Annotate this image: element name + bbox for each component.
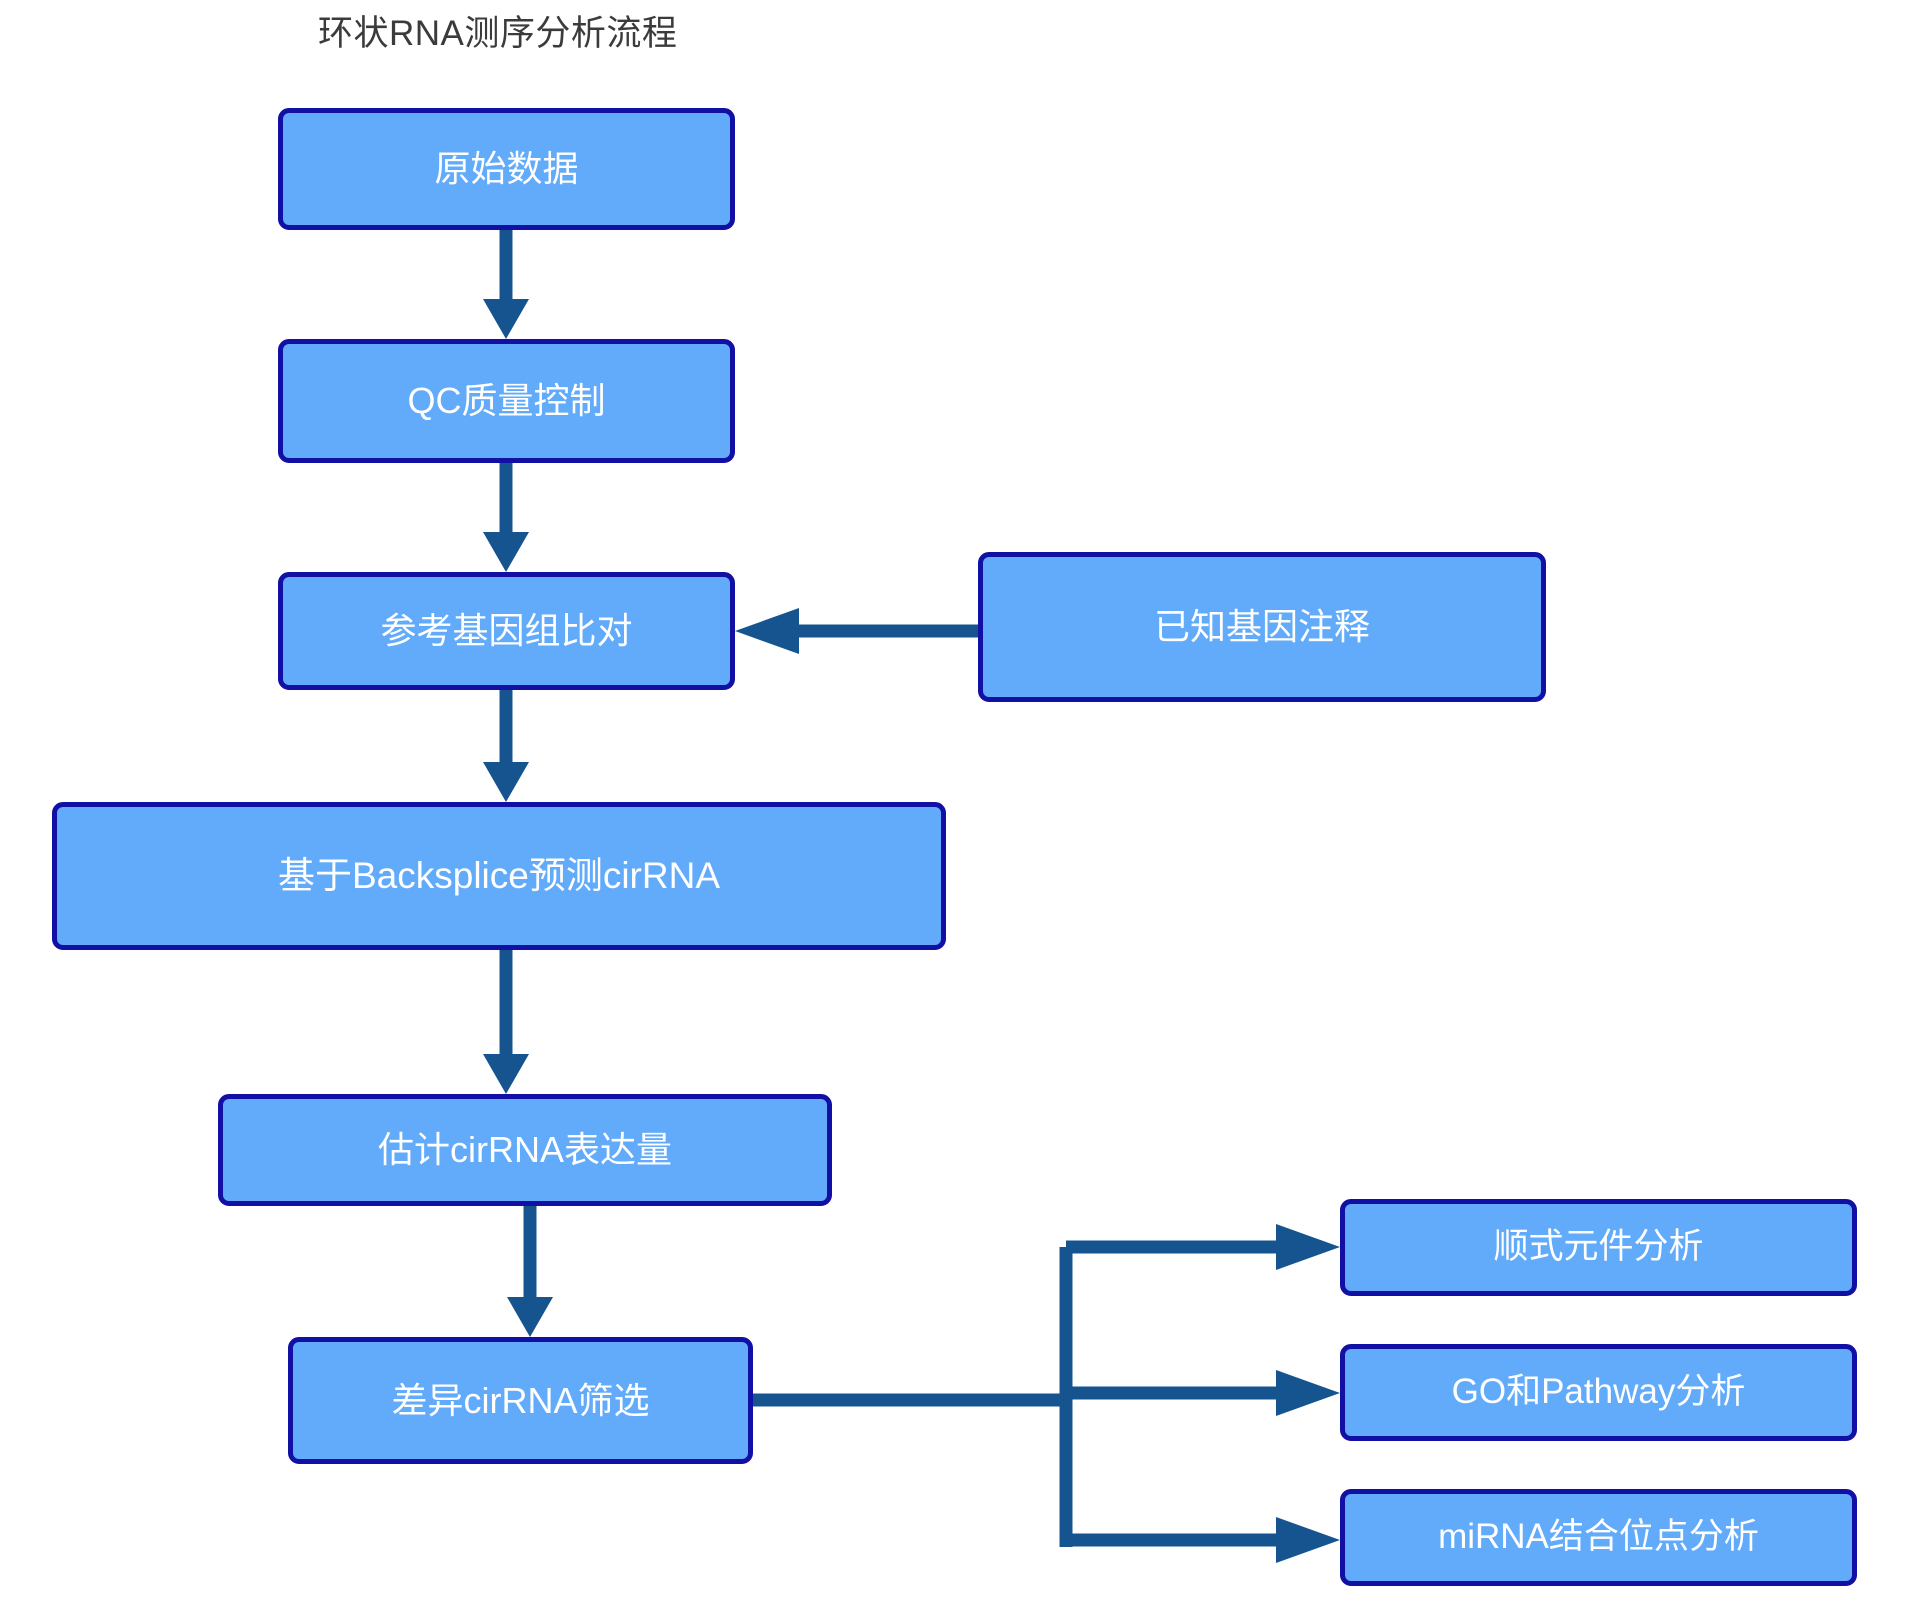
node-annotation-label: 已知基因注释	[1153, 606, 1370, 648]
edge-annotation-to-align	[735, 608, 978, 654]
node-cis-element-label: 顺式元件分析	[1493, 1227, 1704, 1267]
node-cis-element-analysis[interactable]: 顺式元件分析	[1340, 1199, 1857, 1296]
node-mirna-binding-site-analysis[interactable]: miRNA结合位点分析	[1340, 1489, 1857, 1586]
node-raw-data[interactable]: 原始数据	[278, 108, 735, 230]
edge-raw-data-to-qc	[483, 230, 529, 339]
edge-qc-to-align	[483, 463, 529, 572]
node-backsplice-prediction[interactable]: 基于Backsplice预测cirRNA	[52, 802, 946, 950]
edge-align-to-backsplice	[483, 690, 529, 802]
node-quantify-label: 估计cirRNA表达量	[378, 1129, 672, 1171]
node-qc-label: QC质量控制	[407, 380, 606, 422]
node-reference-genome-alignment[interactable]: 参考基因组比对	[278, 572, 735, 690]
node-differential-cirrna[interactable]: 差异cirRNA筛选	[288, 1337, 753, 1464]
edge-backsplice-to-quantify	[483, 950, 529, 1094]
node-raw-data-label: 原始数据	[434, 148, 579, 190]
node-known-gene-annotation[interactable]: 已知基因注释	[978, 552, 1546, 702]
edge-diff-branch-bus	[753, 1247, 1073, 1547]
node-align-label: 参考基因组比对	[380, 610, 633, 652]
edge-quantify-to-diff	[507, 1206, 553, 1337]
edge-diff-to-cis-element	[1066, 1224, 1340, 1270]
edge-diff-to-go-pathway	[1066, 1370, 1340, 1416]
edge-diff-to-mirna-site	[1066, 1517, 1340, 1563]
node-diff-label: 差异cirRNA筛选	[391, 1379, 650, 1421]
node-go-pathway-label: GO和Pathway分析	[1451, 1372, 1746, 1412]
node-mirna-site-label: miRNA结合位点分析	[1438, 1517, 1759, 1557]
node-qc[interactable]: QC质量控制	[278, 339, 735, 463]
page-title: 环状RNA测序分析流程	[318, 14, 678, 53]
node-backsplice-label: 基于Backsplice预测cirRNA	[277, 854, 720, 896]
node-go-pathway-analysis[interactable]: GO和Pathway分析	[1340, 1344, 1857, 1441]
node-cirrna-quantification[interactable]: 估计cirRNA表达量	[218, 1094, 832, 1206]
